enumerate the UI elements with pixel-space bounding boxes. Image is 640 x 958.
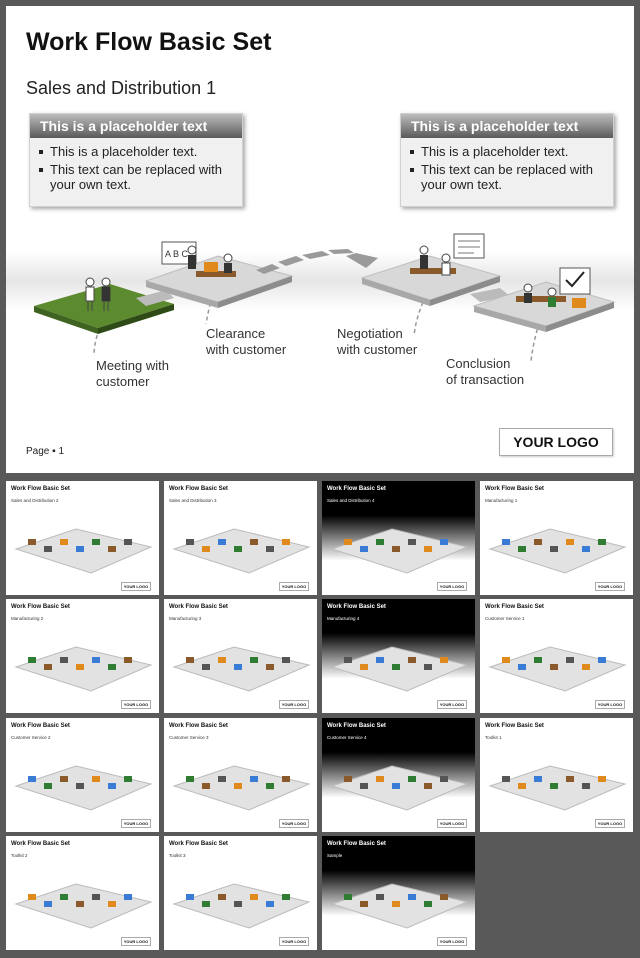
thumbnail-subtitle: Toolkit 3: [169, 853, 186, 858]
thumbnail-subtitle: Sales and Distribution 3: [169, 498, 217, 503]
main-slide: Work Flow Basic Set Sales and Distributi…: [6, 6, 634, 473]
thumbnail-logo: YOUR LOGO: [279, 819, 309, 828]
thumbnail-illustration: [164, 836, 317, 950]
svg-text:A B C: A B C: [165, 249, 189, 259]
thumbnail-title: Work Flow Basic Set: [485, 723, 544, 729]
thumbnail-subtitle: Toolkit 1: [485, 735, 502, 740]
thumbnail-title: Work Flow Basic Set: [485, 604, 544, 610]
thumbnail-subtitle: Customer Service 4: [327, 735, 367, 740]
thumbnail-title: Work Flow Basic Set: [327, 604, 386, 610]
label-line: Meeting with: [96, 358, 169, 374]
thumbnail-title: Work Flow Basic Set: [11, 841, 70, 847]
label-conclusion: Conclusion of transaction: [446, 356, 524, 388]
thumbnail-title: Work Flow Basic Set: [11, 486, 70, 492]
thumbnail-logo: YOUR LOGO: [437, 582, 467, 591]
thumbnail-subtitle: Manufacturing 1: [485, 498, 517, 503]
thumbnail-logo: YOUR LOGO: [279, 582, 309, 591]
thumbnail-title: Work Flow Basic Set: [485, 486, 544, 492]
thumbnail-title: Work Flow Basic Set: [11, 604, 70, 610]
thumbnail-title: Work Flow Basic Set: [169, 841, 228, 847]
thumbnail-subtitle: Manufacturing 4: [327, 616, 359, 621]
thumbnail-logo: YOUR LOGO: [279, 937, 309, 946]
label-line: Clearance: [206, 326, 286, 342]
thumbnail-subtitle: Sales and Distribution 4: [327, 498, 375, 503]
thumbnail-illustration: [322, 836, 475, 950]
thumbnail-title: Work Flow Basic Set: [327, 486, 386, 492]
label-line: Conclusion: [446, 356, 524, 372]
thumbnail-title: Work Flow Basic Set: [169, 486, 228, 492]
label-line: with customer: [337, 342, 417, 358]
thumbnail-illustration: [480, 718, 633, 832]
thumbnail-logo: YOUR LOGO: [595, 582, 625, 591]
thumbnail-subtitle: Manufacturing 3: [169, 616, 201, 621]
label-line: with customer: [206, 342, 286, 358]
thumbnail-logo: YOUR LOGO: [279, 700, 309, 709]
thumbnail-subtitle: Customer Service 3: [169, 735, 209, 740]
logo-placeholder: YOUR LOGO: [499, 428, 613, 456]
thumbnail-title: Work Flow Basic Set: [327, 723, 386, 729]
thumbnail-logo: YOUR LOGO: [121, 819, 151, 828]
workflow-illustration: A B C: [6, 6, 634, 473]
thumbnail-subtitle: Customer Service 2: [11, 735, 51, 740]
thumbnail-title: Work Flow Basic Set: [169, 723, 228, 729]
thumbnail-logo: YOUR LOGO: [595, 700, 625, 709]
label-line: of transaction: [446, 372, 524, 388]
thumbnail-subtitle: Toolkit 2: [11, 853, 28, 858]
thumbnail-logo: YOUR LOGO: [437, 937, 467, 946]
label-line: customer: [96, 374, 169, 390]
thumbnail-logo: YOUR LOGO: [121, 700, 151, 709]
thumbnail-logo: YOUR LOGO: [595, 819, 625, 828]
label-negotiation: Negotiation with customer: [337, 326, 417, 358]
thumbnail-logo: YOUR LOGO: [121, 582, 151, 591]
thumbnail-logo: YOUR LOGO: [121, 937, 151, 946]
thumbnail-subtitle: Sample: [327, 853, 342, 858]
page-number: Page ▪ 1: [26, 446, 64, 457]
thumbnail-illustration: [6, 836, 159, 950]
label-clearance: Clearance with customer: [206, 326, 286, 358]
thumbnail-title: Work Flow Basic Set: [11, 723, 70, 729]
thumbnail-title: Work Flow Basic Set: [327, 841, 386, 847]
thumbnail-subtitle: Manufacturing 2: [11, 616, 43, 621]
thumbnail-logo: YOUR LOGO: [437, 700, 467, 709]
thumbnail-title: Work Flow Basic Set: [169, 604, 228, 610]
label-meeting: Meeting with customer: [96, 358, 169, 390]
thumbnail-subtitle: Customer Service 1: [485, 616, 525, 621]
label-line: Negotiation: [337, 326, 417, 342]
thumbnail-subtitle: Sales and Distribution 2: [11, 498, 59, 503]
thumbnail-logo: YOUR LOGO: [437, 819, 467, 828]
